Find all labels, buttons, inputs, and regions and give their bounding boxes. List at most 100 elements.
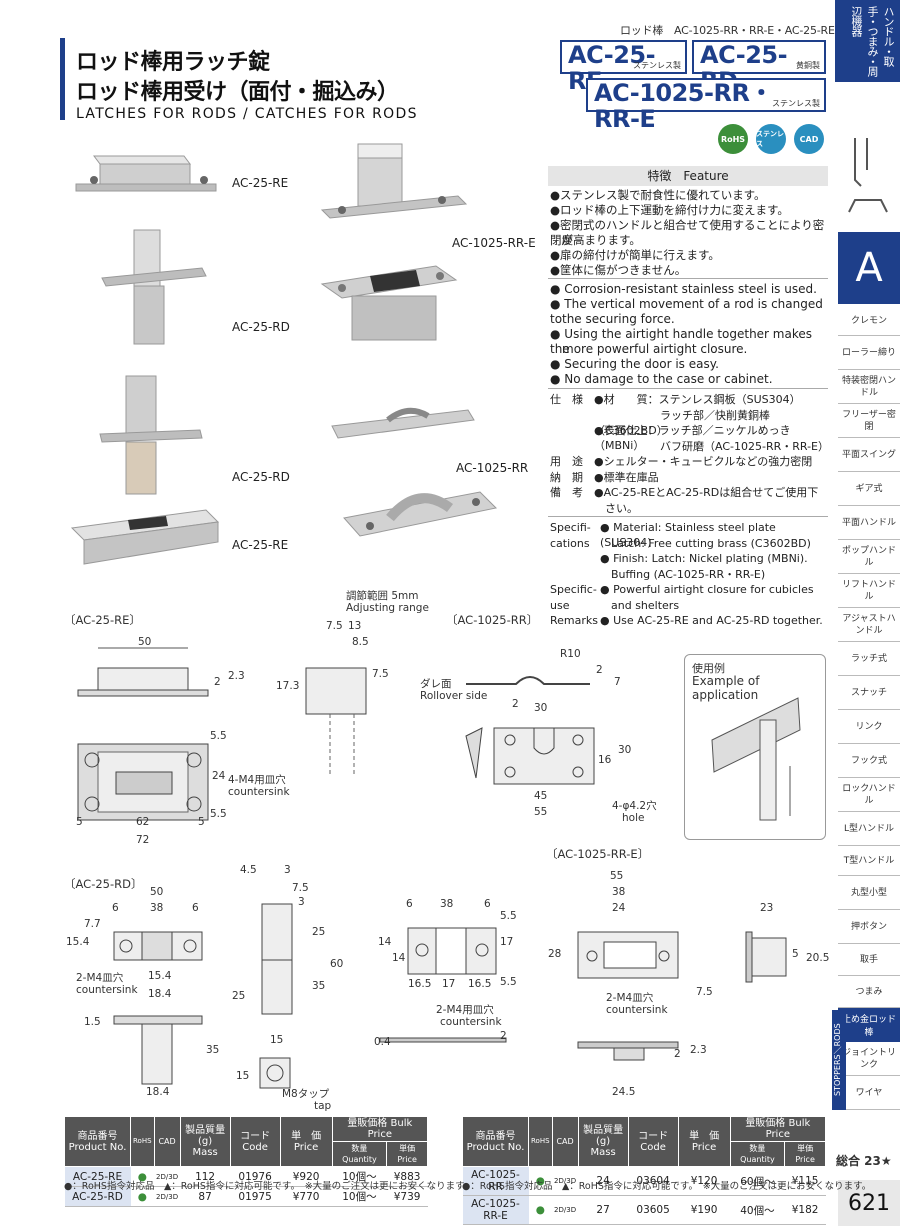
dim-label: 16: [598, 754, 612, 766]
spec-value: ● Use AC-25-RE and AC-25-RD together.: [600, 614, 823, 627]
sidebar-item[interactable]: フリーザー密閉: [838, 404, 900, 438]
sidebar-item[interactable]: ジョイントリンク: [838, 1042, 900, 1076]
feature-line-en: the securing force.: [550, 312, 675, 326]
dim-label: 45: [534, 790, 548, 802]
stainless-icon: ステンレス: [756, 124, 786, 154]
table-cell-mass: 87: [180, 1186, 231, 1207]
dim-label: 17.3: [276, 680, 300, 692]
sidebar-item[interactable]: ロックハンドル: [838, 778, 900, 812]
dim-label: 24: [612, 902, 626, 914]
feature-line-en: more powerful airtight closure.: [550, 342, 748, 356]
spec-value: ●AC-25-REとAC-25-RDは組合せてご使用下: [594, 486, 819, 499]
spec-key: cations: [550, 536, 590, 550]
sidebar-item[interactable]: ギア式: [838, 472, 900, 506]
sidebar-item[interactable]: L型ハンドル: [838, 812, 900, 846]
sidebar-item[interactable]: 丸型小型: [838, 876, 900, 910]
photo-ac1025rr-bottom: [343, 491, 498, 537]
cad-icon: CAD: [794, 124, 824, 154]
dim-label: 7.5: [326, 620, 343, 632]
sidebar-item[interactable]: 特装密閉ハンドル: [838, 370, 900, 404]
sidebar-item[interactable]: リフトハンドル: [838, 574, 900, 608]
product-label: AC-25-RD: [232, 470, 290, 484]
drawing-ac25rd: [113, 931, 203, 1085]
rohs-icon: RoHS: [718, 124, 748, 154]
dim-label: 18.4: [148, 988, 172, 1000]
th-cad: CAD: [153, 1116, 181, 1167]
dim-label: 7: [614, 676, 621, 688]
sidebar-item[interactable]: リンク: [838, 710, 900, 744]
handle-icon: [848, 138, 888, 213]
spec-value: and shelters: [600, 598, 680, 612]
sidebar-item[interactable]: ラッチ式: [838, 642, 900, 676]
sidebar-item[interactable]: ポップハンドル: [838, 540, 900, 574]
th-cad: CAD: [551, 1116, 579, 1167]
divider: [548, 388, 828, 389]
dim-label: 17: [442, 978, 456, 990]
table-cell-cad: 2D/3D: [552, 1166, 579, 1196]
dim-label: 1.5: [84, 1016, 101, 1028]
dim-label: 38: [440, 898, 454, 910]
hole-note: hole: [622, 812, 645, 824]
sidebar-item[interactable]: 平面ハンドル: [838, 506, 900, 540]
dim-label: 14: [378, 936, 392, 948]
feature-line-jp: ●扉の締付けが簡単に行えます。: [550, 248, 720, 262]
th-qty: 数量 Quantity: [729, 1141, 786, 1167]
table-cell-rohs: ●: [528, 1166, 553, 1196]
hole-note: countersink: [228, 786, 290, 798]
table-cell-no: AC-25-RD: [64, 1186, 131, 1207]
table-cell-code: 03605: [628, 1195, 679, 1225]
dim-label: 50: [138, 636, 152, 648]
hole-note: 2-M4用皿穴: [436, 1004, 494, 1016]
dim-label: 24.5: [612, 1086, 636, 1098]
dim-label: 5.5: [210, 730, 227, 742]
sidebar-item[interactable]: T型ハンドル: [838, 846, 900, 876]
table-cell-mass: 27: [578, 1195, 629, 1225]
feature-line-en: ● No damage to the case or cabinet.: [550, 372, 773, 386]
sidebar-item[interactable]: 取手: [838, 944, 900, 976]
page-title-line1: ロッド棒用ラッチ錠: [76, 50, 270, 75]
dim-label: 20.5: [806, 952, 830, 964]
adjust-note: Adjusting range: [346, 602, 429, 614]
sidebar-item[interactable]: フック式: [838, 744, 900, 778]
spec-value: バフ研磨（AC-1025-RR・RR-E）: [594, 439, 829, 453]
dim-label: 7.7: [84, 918, 101, 930]
table-cell-rohs: ●: [130, 1166, 155, 1187]
table-cell-mass: 112: [180, 1166, 231, 1187]
section-label-ac25rd: 〔AC-25-RD〕: [64, 877, 143, 891]
model-material: ステンレス製: [772, 99, 820, 108]
sidebar-item[interactable]: ワイヤ: [838, 1076, 900, 1110]
tap-note: M8タップ: [282, 1088, 330, 1100]
table-cell-price: ¥190: [678, 1195, 731, 1225]
dim-label: 55: [610, 870, 624, 882]
sidebar-item[interactable]: 止め金ロッド棒: [838, 1008, 900, 1042]
sidebar-item[interactable]: 押ボタン: [838, 910, 900, 944]
dim-label: 24: [212, 770, 226, 782]
sidebar-item[interactable]: クレモン: [838, 306, 900, 336]
model-badge-ac25rd: AC-25-RD 黄銅製: [692, 40, 826, 94]
table-cell-price: ¥120: [678, 1166, 731, 1196]
table-cell-bulk: ¥115: [784, 1166, 826, 1196]
dim-label: R10: [560, 648, 581, 660]
section-label-ac1025rre: 〔AC-1025-RR-E〕: [546, 847, 650, 861]
product-label: AC-1025-RR: [456, 461, 529, 475]
dim-label: 8.5: [352, 636, 369, 648]
sidebar-item[interactable]: つまみ: [838, 976, 900, 1008]
dim-label: 38: [612, 886, 626, 898]
table-cell-no: AC-25-RE: [64, 1166, 131, 1187]
sidebar-item[interactable]: ローラー締り: [838, 336, 900, 370]
sidebar-item[interactable]: アジャストハンドル: [838, 608, 900, 642]
sidebar-item[interactable]: スナッチ: [838, 676, 900, 710]
th-bulk: 量販価格 Bulk Price: [331, 1116, 429, 1142]
spec-key: Remarks: [550, 614, 598, 627]
dim-label: 13: [348, 620, 362, 632]
breadcrumb: ロッド棒 AC-1025-RR・RR-E・AC-25-RE・RD: [620, 24, 862, 37]
table-cell-qty: 10個～: [332, 1166, 387, 1187]
sidebar-item[interactable]: 平面スイング: [838, 438, 900, 472]
header-left-rule: [60, 38, 62, 120]
